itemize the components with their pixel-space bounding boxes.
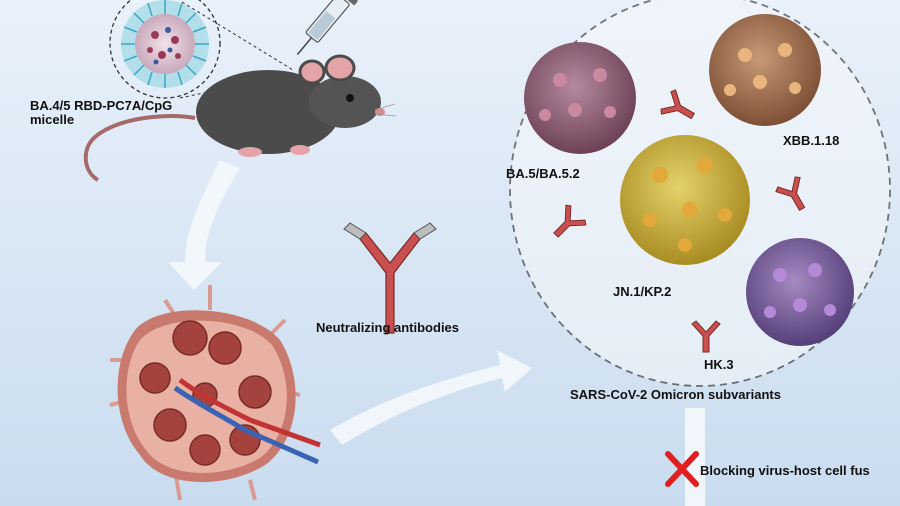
antibody-small-2 (775, 176, 806, 211)
antibody-small-3 (553, 204, 587, 238)
cross-icon (665, 451, 699, 487)
antibody-small-4 (691, 320, 721, 353)
neutralizing-antibodies-label: Neutralizing antibodies (316, 320, 460, 335)
micelle-icon (121, 0, 209, 88)
antibody-small-1 (660, 89, 695, 120)
micelle-label-line1: BA.4/5 RBD-PC7A/CpG (30, 98, 173, 113)
micelle-label: BA.4/5 RBD-PC7A/CpG micelle (30, 99, 172, 127)
hk3-label: HK.3 (704, 357, 734, 372)
micelle-label-line2: micelle (30, 112, 75, 127)
arrow-mouse-to-node (168, 160, 240, 290)
xbb-label: XBB.1.18 (783, 133, 840, 148)
arrow-node-to-antibody (330, 350, 532, 445)
antibody-icon (343, 222, 437, 334)
syringe-icon (296, 0, 359, 55)
jn1-label: JN.1/KP.2 (613, 284, 672, 299)
virus-icon-jn1 (620, 135, 750, 265)
blocking-label: Blocking virus-host cell fus (700, 463, 870, 478)
mouse-icon (83, 54, 397, 182)
lymph-node-icon (109, 285, 321, 501)
virus-icon-hk3 (746, 238, 854, 346)
virus-icon-ba5 (524, 42, 636, 154)
omicron-subvariants-label: SARS-CoV-2 Omicron subvariants (570, 387, 781, 402)
ba5-label: BA.5/BA.5.2 (506, 166, 580, 181)
virus-icon-xbb (709, 14, 821, 126)
